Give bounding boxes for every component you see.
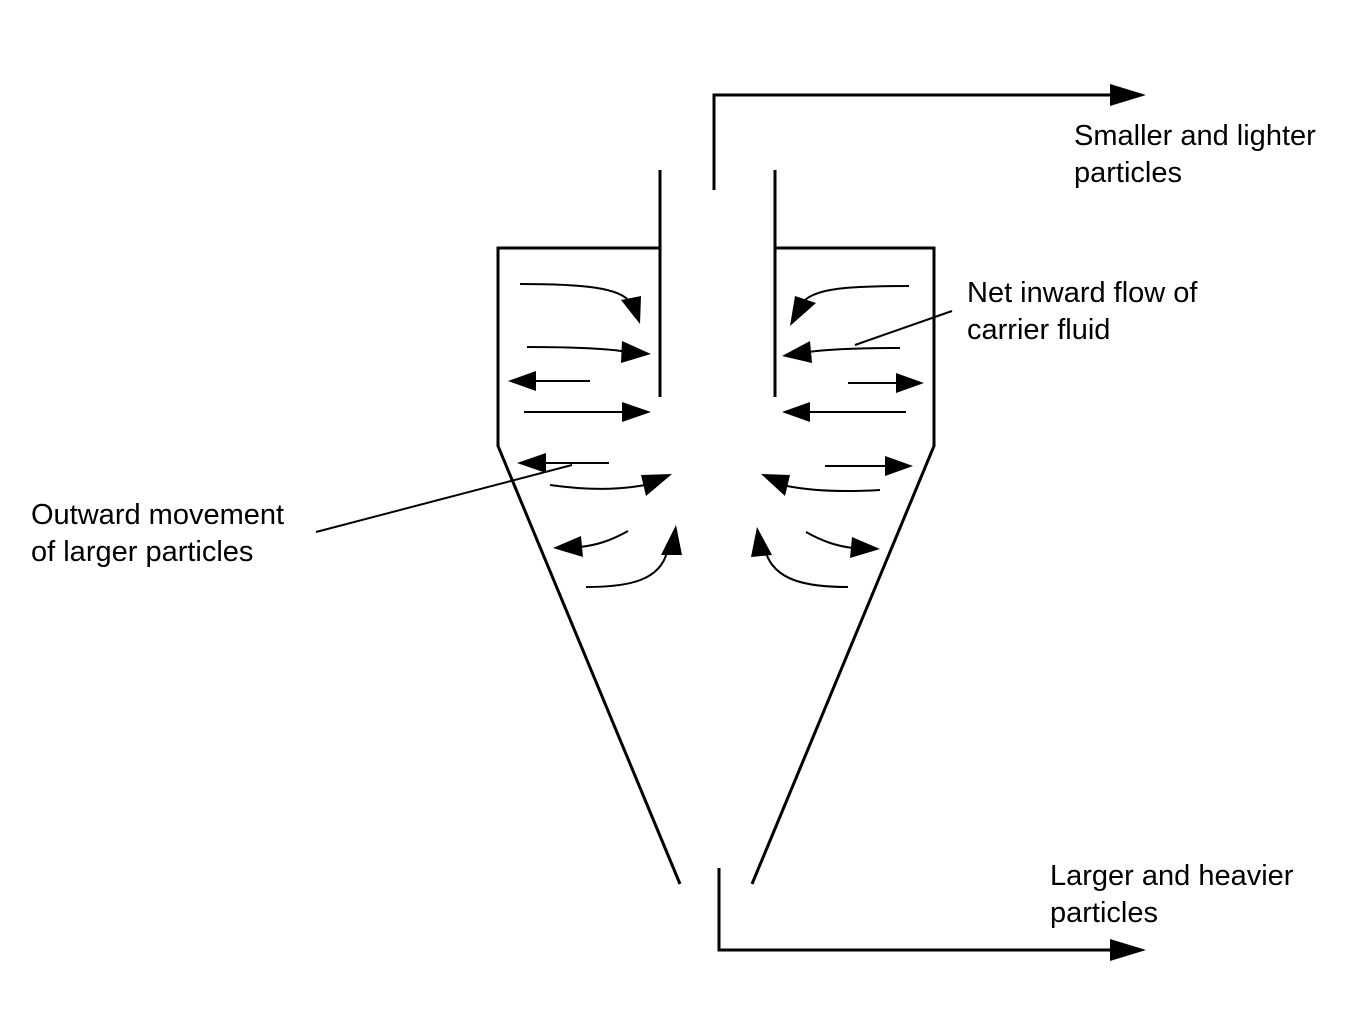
flow-arrow bbox=[807, 347, 901, 353]
bottom-outlet-arrow bbox=[717, 868, 1146, 961]
flow-arrow-head bbox=[517, 453, 546, 473]
flow-arrow-head bbox=[751, 527, 772, 557]
bottom-outlet-label: Larger and heavier particles bbox=[1050, 860, 1302, 929]
cyclone-body bbox=[496, 170, 936, 885]
flow-arrow-head bbox=[790, 296, 816, 326]
top-outlet-label: Smaller and lighter particles bbox=[1074, 120, 1324, 189]
flow-arrow bbox=[585, 551, 668, 588]
flow-arrow bbox=[805, 531, 854, 549]
flow-arrow-head bbox=[553, 536, 583, 557]
flow-arrow-head bbox=[896, 373, 924, 393]
cyclone-right-wall bbox=[750, 246, 936, 885]
flow-arrow-head bbox=[761, 474, 790, 496]
inward-flow-leader-line bbox=[854, 310, 953, 346]
outward-movement-label: Outward movement of larger particles bbox=[31, 499, 292, 568]
left-flow-arrows bbox=[508, 283, 682, 588]
flow-arrow bbox=[786, 485, 881, 492]
top-outlet-arrow bbox=[712, 84, 1146, 190]
flow-arrow-head bbox=[621, 296, 641, 324]
flow-arrow bbox=[579, 530, 629, 548]
flow-arrow-head bbox=[782, 341, 812, 363]
flow-arrow-head bbox=[508, 371, 536, 391]
flow-arrow-head bbox=[621, 341, 651, 363]
right-flow-arrows bbox=[751, 285, 924, 588]
flow-arrow bbox=[526, 346, 629, 353]
flow-arrow-head bbox=[661, 525, 682, 555]
flow-arrow bbox=[519, 283, 631, 303]
flow-arrow-head bbox=[622, 402, 651, 422]
flow-arrow bbox=[802, 285, 910, 303]
inward-flow-label: Net inward flow of carrier fluid bbox=[967, 277, 1206, 346]
flow-arrow-head bbox=[641, 474, 672, 496]
flow-arrow-head bbox=[782, 402, 810, 422]
flow-arrow-head bbox=[885, 456, 913, 476]
outward-movement-leader-line bbox=[315, 464, 573, 533]
flow-arrow bbox=[765, 552, 849, 588]
flow-arrow bbox=[549, 484, 646, 490]
cyclone-left-wall bbox=[496, 246, 682, 885]
flow-arrow-head bbox=[850, 537, 880, 558]
